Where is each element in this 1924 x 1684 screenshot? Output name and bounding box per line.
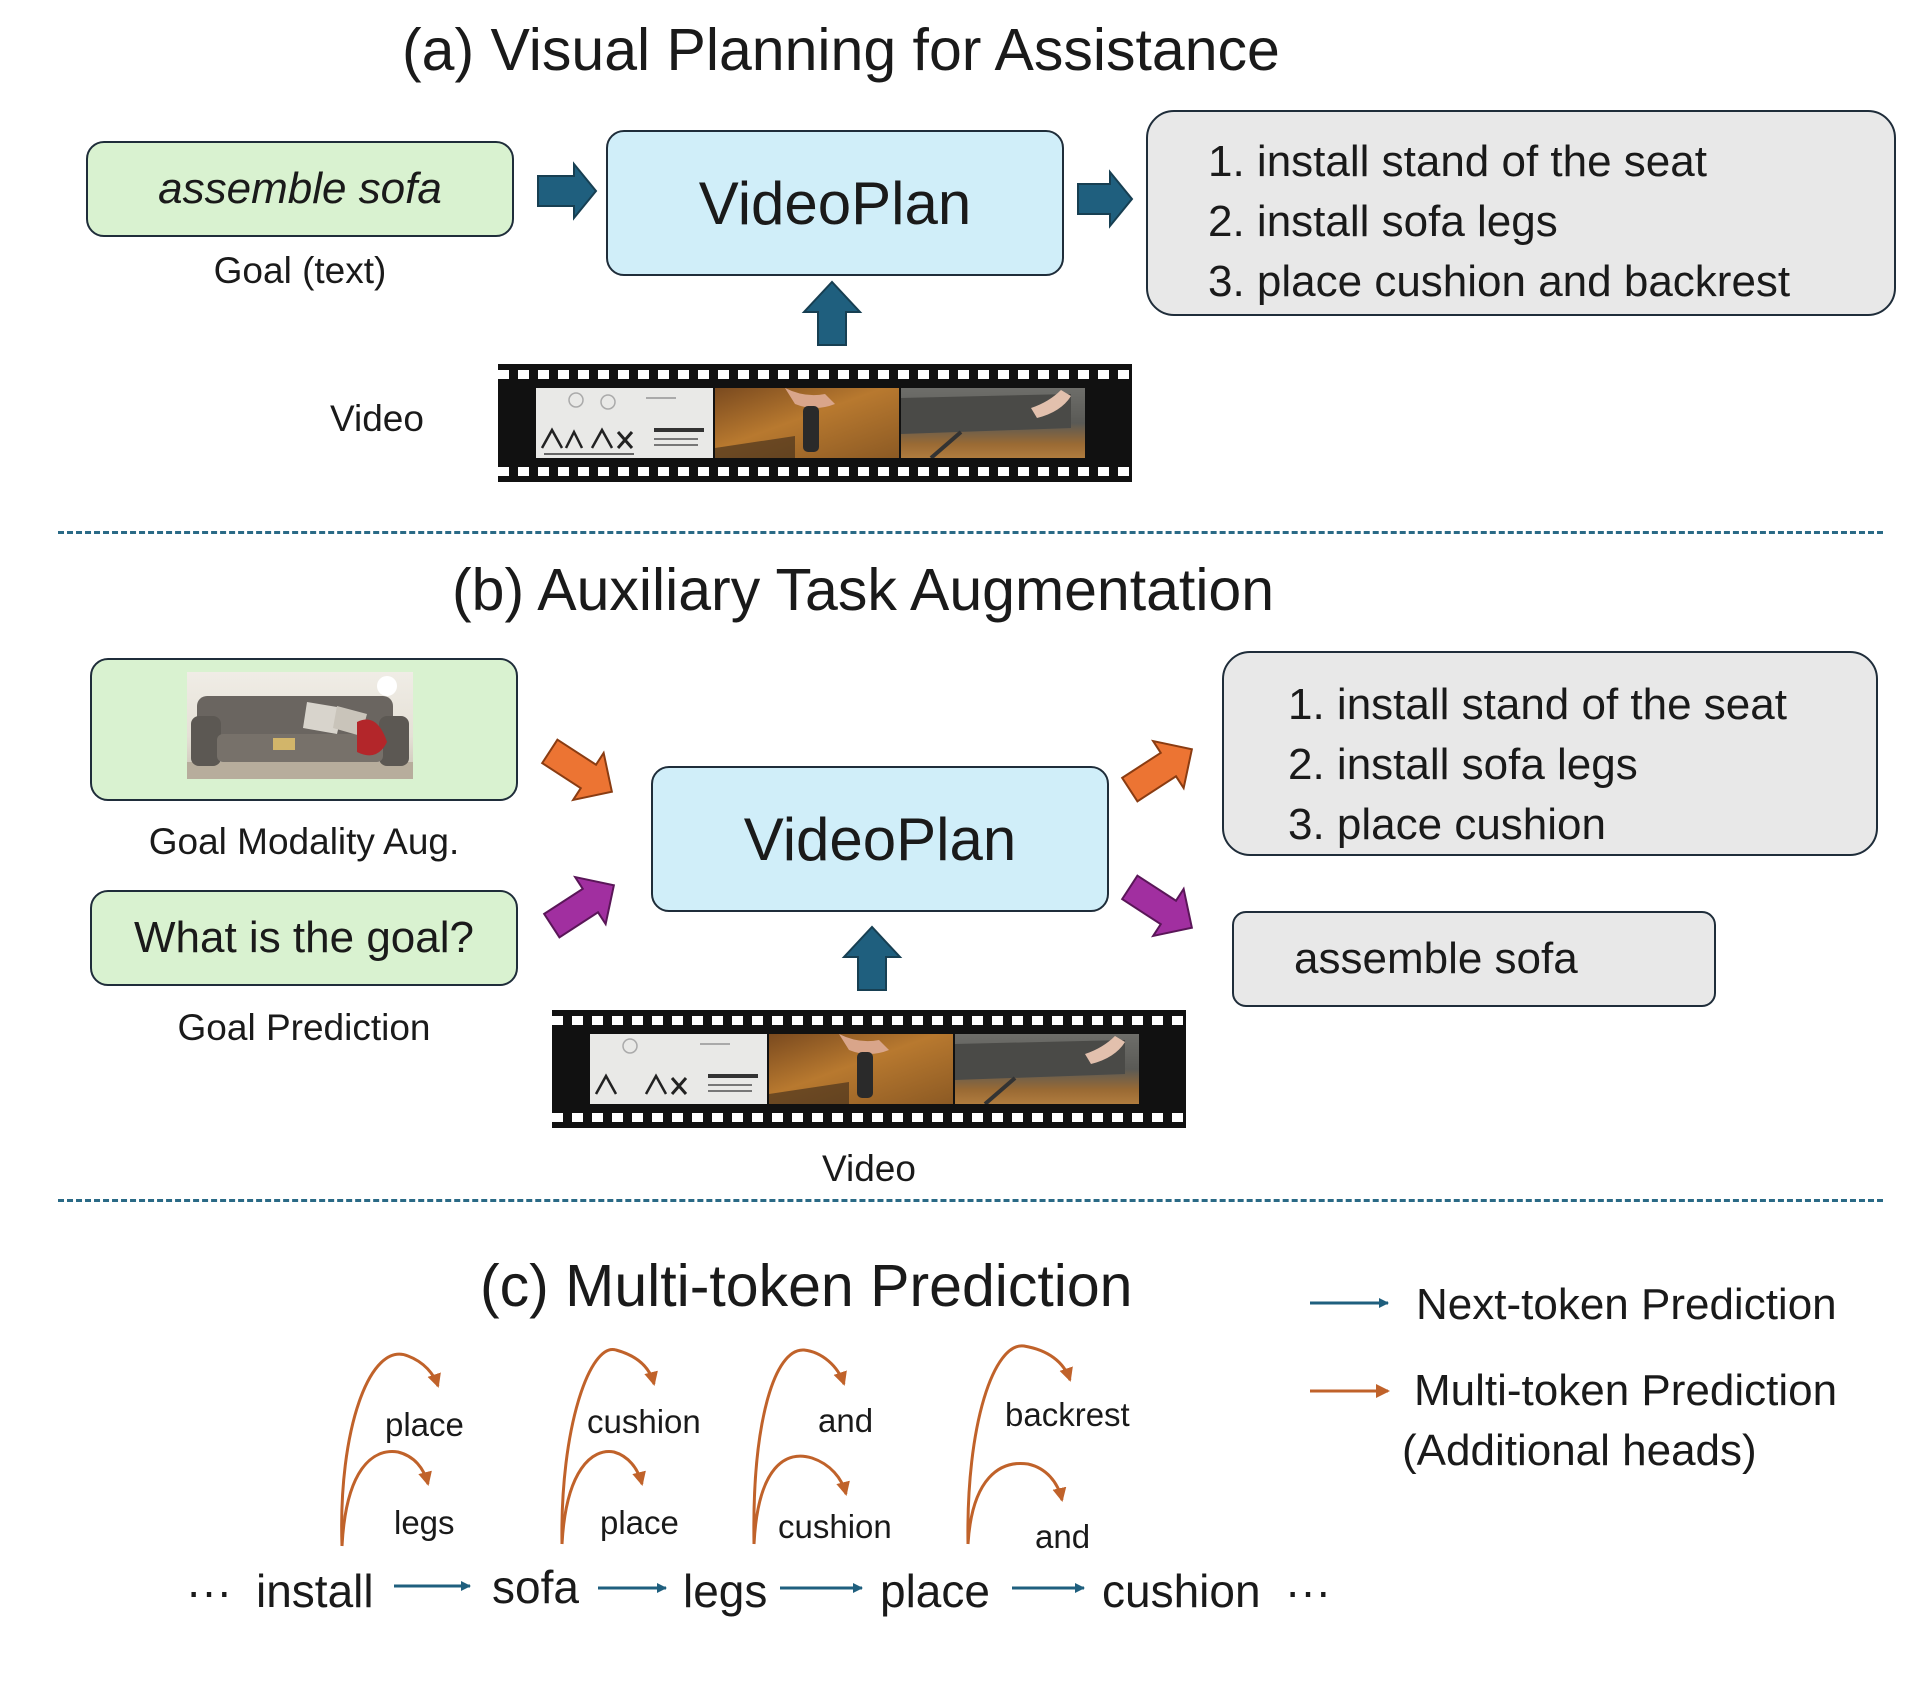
section-divider xyxy=(58,531,1883,534)
pred-near-install: legs xyxy=(394,1504,455,1541)
multi-token-arrow xyxy=(752,1348,847,1545)
predicted-goal: assemble sofa xyxy=(1294,934,1578,983)
pred-near-place: and xyxy=(1035,1518,1091,1555)
video-frame-manual xyxy=(536,388,713,458)
sofa-leg-icon xyxy=(769,1034,889,1104)
goal-question: What is the goal? xyxy=(134,913,474,962)
multi-token-arrow xyxy=(340,1352,441,1547)
sofa-frame-icon xyxy=(955,1036,1125,1106)
pred-far-sofa: cushion xyxy=(587,1403,701,1440)
video-frame-hands xyxy=(769,1034,953,1104)
goal-modality-caption: Goal Modality Aug. xyxy=(148,821,460,862)
sofa-frame-icon xyxy=(901,390,1071,460)
multi-token-arrow xyxy=(966,1344,1073,1545)
legend-multi-token: Multi-token Prediction xyxy=(1414,1366,1838,1415)
arrow-purple-icon xyxy=(542,875,616,939)
goal-question-box: What is the goal? xyxy=(90,890,518,986)
plan-list-b: 1. install stand of the seat 2. install … xyxy=(1288,675,1876,855)
film-perforation xyxy=(552,1016,1186,1025)
multi-token-arrow xyxy=(752,1454,850,1545)
arrow-right-icon xyxy=(537,161,598,221)
ellipsis-start: ··· xyxy=(186,1565,232,1617)
goal-image-box xyxy=(90,658,518,801)
pred-near-legs: cushion xyxy=(778,1508,892,1545)
plan-output-box-a: 1. install stand of the seat 2. install … xyxy=(1146,110,1896,316)
multi-token-arrow xyxy=(966,1461,1067,1545)
arrow-orange-icon xyxy=(540,738,614,802)
legend-next-token: Next-token Prediction xyxy=(1416,1280,1837,1329)
section-a-title: (a) Visual Planning for Assistance xyxy=(402,17,1280,83)
arrow-purple-icon xyxy=(1120,874,1194,938)
pred-far-install: place xyxy=(385,1406,464,1443)
video-filmstrip-a xyxy=(498,364,1132,482)
arrow-up-icon xyxy=(841,925,903,991)
plan-step: 1. install stand of the seat xyxy=(1288,680,1787,729)
token-sofa: sofa xyxy=(492,1561,579,1613)
video-frame-assembly xyxy=(901,388,1085,460)
videoplan-box-b: VideoPlan xyxy=(651,766,1109,912)
videoplan-box-a: VideoPlan xyxy=(606,130,1064,276)
plan-output-box-b: 1. install stand of the seat 2. install … xyxy=(1222,651,1878,856)
video-caption-b: Video xyxy=(822,1148,916,1189)
section-divider xyxy=(58,1199,1883,1202)
manual-sketch-icon xyxy=(590,1034,767,1104)
pred-near-sofa: place xyxy=(600,1504,679,1541)
sofa-image xyxy=(187,672,413,779)
video-frame-assembly xyxy=(955,1034,1139,1106)
pred-far-place: backrest xyxy=(1005,1396,1130,1433)
video-caption-a: Video xyxy=(330,398,424,439)
multi-token-arrow xyxy=(560,1348,658,1545)
token-place: place xyxy=(880,1565,990,1617)
sofa-icon xyxy=(187,676,413,779)
videoplan-label-b: VideoPlan xyxy=(743,805,1017,873)
video-frame-hands xyxy=(715,388,899,458)
plan-list-a: 1. install stand of the seat 2. install … xyxy=(1208,132,1894,312)
arrow-orange-icon xyxy=(1120,739,1194,803)
plan-step: 3. place cushion and backrest xyxy=(1208,257,1791,306)
legend-multi-token-note: (Additional heads) xyxy=(1402,1426,1757,1475)
film-perforation xyxy=(552,1113,1186,1122)
plan-step: 3. place cushion xyxy=(1288,800,1606,849)
pred-far-legs: and xyxy=(818,1402,874,1439)
section-b-title: (b) Auxiliary Task Augmentation xyxy=(452,557,1275,623)
predicted-goal-box: assemble sofa xyxy=(1232,911,1716,1007)
multi-token-arrow xyxy=(340,1450,432,1547)
video-filmstrip-b xyxy=(552,1010,1186,1128)
token-legs: legs xyxy=(683,1565,768,1617)
videoplan-label-a: VideoPlan xyxy=(698,169,972,237)
plan-step: 2. install sofa legs xyxy=(1288,740,1638,789)
plan-step: 1. install stand of the seat xyxy=(1208,137,1707,186)
multi-token-arrow xyxy=(560,1450,646,1545)
goal-text: assemble sofa xyxy=(158,164,442,213)
token-install: install xyxy=(256,1565,374,1617)
goal-text-box: assemble sofa xyxy=(86,141,514,237)
goal-text-caption: Goal (text) xyxy=(213,250,387,291)
section-c-title: (c) Multi-token Prediction xyxy=(480,1253,1133,1319)
sofa-leg-icon xyxy=(715,388,835,458)
video-frame-manual xyxy=(590,1034,767,1104)
goal-prediction-caption: Goal Prediction xyxy=(177,1007,431,1048)
film-perforation xyxy=(498,467,1132,476)
film-perforation xyxy=(498,370,1132,379)
token-cushion: cushion xyxy=(1102,1565,1261,1617)
arrow-up-icon xyxy=(801,280,863,346)
ellipsis-end: ··· xyxy=(1285,1565,1331,1617)
arrow-right-icon xyxy=(1077,169,1134,229)
manual-sketch-icon xyxy=(536,388,713,458)
plan-step: 2. install sofa legs xyxy=(1208,197,1558,246)
